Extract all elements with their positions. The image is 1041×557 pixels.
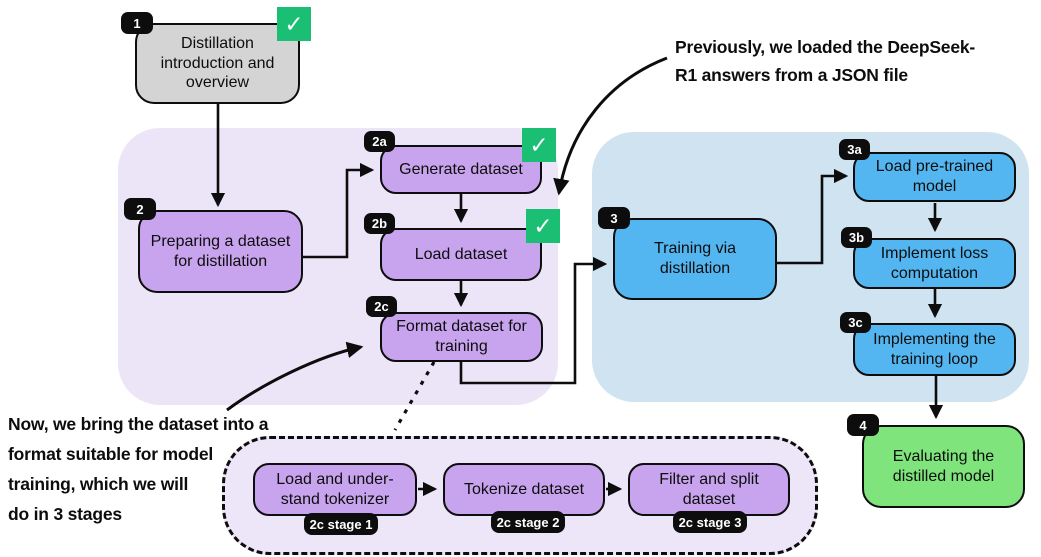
badge-3a: 3a — [839, 139, 870, 160]
node-format-dataset: Format dataset for training — [380, 312, 543, 362]
node-load-dataset: Load dataset — [380, 228, 542, 281]
node-label: Implement loss computation — [880, 244, 989, 282]
node-training-loop: Implementing the training loop — [853, 323, 1016, 376]
node-label: Training via distillation — [653, 240, 737, 277]
badge-2a: 2a — [364, 131, 395, 152]
node-distillation-intro: Distillation introduction and overview — [135, 23, 300, 104]
node-label: Load and under- stand tokenizer — [276, 470, 394, 508]
node-label: Implementing the training loop — [873, 330, 996, 368]
node-preparing-dataset: Preparing a dataset for distillation — [138, 210, 303, 293]
badge-2c-stage-1: 2c stage 1 — [304, 513, 378, 535]
annotation-previously: Previously, we loaded the DeepSeek- R1 a… — [675, 37, 976, 85]
check-icon: ✓ — [277, 7, 311, 41]
node-label: Filter and split dataset — [659, 470, 759, 508]
badge-2c: 2c — [366, 296, 397, 317]
node-label: Generate dataset — [399, 160, 523, 178]
node-label: Load pre-trained model — [875, 158, 994, 195]
badge-2: 2 — [124, 198, 156, 220]
badge-1: 1 — [121, 12, 153, 34]
check-glyph: ✓ — [284, 10, 304, 37]
check-icon: ✓ — [522, 128, 556, 162]
node-training-via-distillation: Training via distillation — [613, 218, 777, 300]
node-evaluating-model: Evaluating the distilled model — [862, 425, 1025, 508]
node-load-pretrained-model: Load pre-trained model — [853, 152, 1016, 202]
check-glyph: ✓ — [529, 131, 549, 158]
node-label: Evaluating the distilled model — [892, 447, 995, 485]
node-generate-dataset: Generate dataset — [380, 145, 542, 194]
badge-2c-stage-2: 2c stage 2 — [491, 511, 565, 533]
node-implement-loss: Implement loss computation — [853, 238, 1016, 289]
badge-3b: 3b — [841, 227, 872, 248]
node-label: Tokenize dataset — [463, 480, 585, 498]
node-label: Format dataset for training — [396, 318, 527, 355]
node-tokenize-dataset: Tokenize dataset — [443, 463, 605, 516]
node-label: Distillation introduction and overview — [160, 35, 275, 92]
node-filter-split-dataset: Filter and split dataset — [628, 463, 790, 516]
badge-2c-stage-3: 2c stage 3 — [673, 511, 747, 533]
badge-4: 4 — [847, 414, 879, 436]
badge-2b: 2b — [364, 213, 395, 234]
check-icon: ✓ — [526, 209, 560, 243]
node-label: Load dataset — [414, 245, 508, 263]
badge-3: 3 — [598, 207, 630, 229]
node-label: Preparing a dataset for distillation — [150, 232, 291, 270]
annotation-now: Now, we bring the dataset into a format … — [8, 414, 269, 524]
node-load-understand-tokenizer: Load and under- stand tokenizer — [253, 463, 417, 516]
badge-3c: 3c — [840, 312, 871, 333]
check-glyph: ✓ — [533, 212, 553, 239]
